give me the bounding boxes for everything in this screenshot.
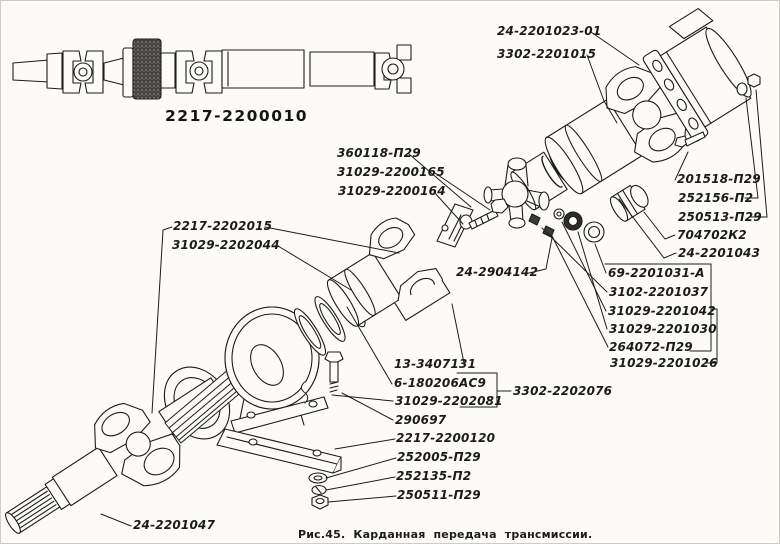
part-label-31029-2200164: 31029-2200164 [338,184,446,198]
part-label-250511-П29: 250511-П29 [397,488,481,502]
part-label-24-2201023-01: 24-2201023-01 [497,24,602,38]
top-driveshaft-drawing [12,38,412,100]
part-label-360118-П29: 360118-П29 [337,146,421,160]
rear-joint-assembly-drawing [510,7,761,222]
part-label-31029-2201026: 31029-2201026 [610,356,718,370]
part-label-3302-2202076: 3302-2202076 [513,384,613,398]
centre-support-drawing [164,217,451,510]
part-label-3302-2201015: 3302-2201015 [497,47,597,61]
part-label-13-3407131: 13-3407131 [394,357,477,371]
part-label-31029-2202044: 31029-2202044 [172,238,280,252]
part-label-2217-2202015: 2217-2202015 [173,219,273,233]
assembly-part-number: 2217-2200010 [165,107,309,125]
part-label-250513-П29: 250513-П29 [678,210,762,224]
spider-and-seals-drawing [436,157,605,248]
part-label-201518-П29: 201518-П29 [677,172,761,186]
part-label-24-2201047: 24-2201047 [133,518,216,532]
part-label-24-2201043: 24-2201043 [678,246,761,260]
part-label-31029-2200165: 31029-2200165 [337,165,445,179]
leader-lines [100,31,768,527]
part-label-290697: 290697 [395,413,447,427]
part-label-3102-2201037: 3102-2201037 [609,285,709,299]
part-label-24-2904142: 24-2904142 [456,265,539,279]
part-label-6-180206АС9: 6-180206АС9 [394,376,487,390]
part-label-31029-2202081: 31029-2202081 [395,394,503,408]
part-label-31029-2201042: 31029-2201042 [608,304,716,318]
part-label-31029-2201030: 31029-2201030 [609,322,717,336]
part-label-264072-П29: 264072-П29 [609,340,693,354]
part-label-252135-П2: 252135-П2 [396,469,472,483]
part-label-704702К2: 704702К2 [677,228,747,242]
part-label-69-2201031-А: 69-2201031-А [608,266,705,280]
part-label-2217-2200120: 2217-2200120 [396,431,496,445]
figure-caption: Рис.45. Карданная передача трансмиссии. [298,528,593,541]
part-label-252005-П29: 252005-П29 [397,450,481,464]
part-label-252156-П2: 252156-П2 [678,191,754,205]
